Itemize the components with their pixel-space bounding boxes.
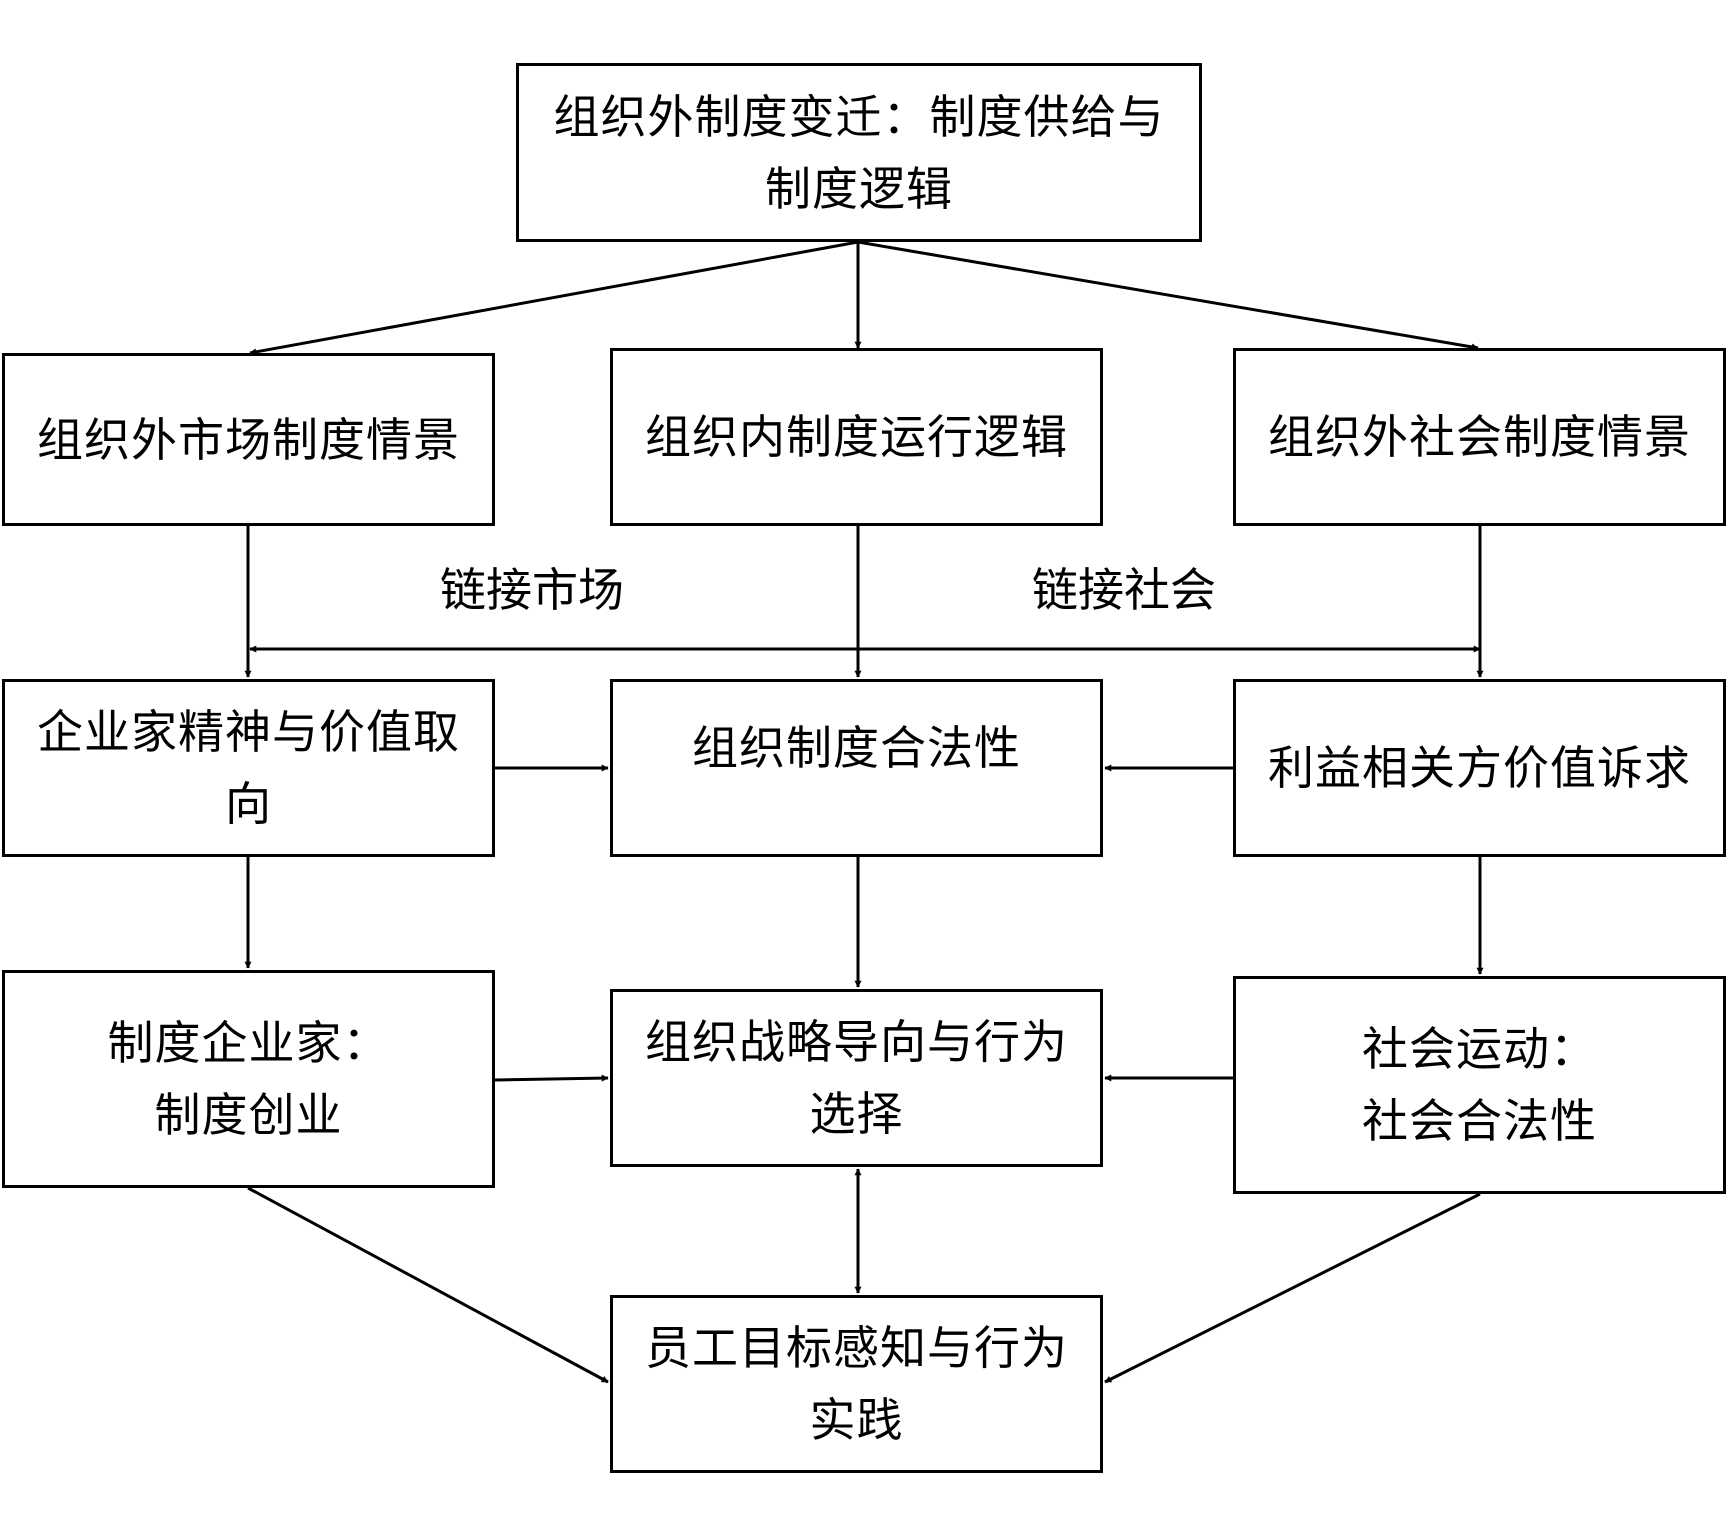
node-market-context: 组织外市场制度情景 bbox=[2, 353, 495, 526]
edge-change-to-social bbox=[857, 240, 1479, 351]
node-institutional-entrepreneur: 制度企业家： 制度创业 bbox=[2, 970, 495, 1188]
node-social-context: 组织外社会制度情景 bbox=[1233, 348, 1726, 526]
edge-movement-to-employee bbox=[1104, 1192, 1481, 1384]
node-label: 组织战略导向与行为选择 bbox=[645, 1015, 1068, 1141]
node-label: 组织制度合法性 bbox=[692, 721, 1021, 775]
node-org-legitimacy: 组织制度合法性 bbox=[610, 679, 1103, 857]
node-label: 组织外社会制度情景 bbox=[1268, 410, 1691, 464]
node-entrepreneur-spirit: 企业家精神与价值取向 bbox=[2, 679, 495, 857]
edge-entrepreneur-to-employee bbox=[247, 1186, 609, 1384]
edge-label-link-society: 链接社会 bbox=[1032, 563, 1216, 617]
edge-entrepreneur-to-strategy bbox=[494, 1074, 609, 1082]
node-label: 员工目标感知与行为实践 bbox=[645, 1321, 1068, 1447]
node-label: 组织内制度运行逻辑 bbox=[645, 410, 1068, 464]
node-label: 制度企业家： 制度创业 bbox=[107, 1016, 390, 1142]
node-institutional-change: 组织外制度变迁：制度供给与制度逻辑 bbox=[516, 63, 1202, 242]
node-strategy-behavior: 组织战略导向与行为选择 bbox=[610, 989, 1103, 1167]
edge-change-to-market bbox=[249, 240, 859, 356]
node-employee-perception: 员工目标感知与行为实践 bbox=[610, 1295, 1103, 1473]
node-label: 利益相关方价值诉求 bbox=[1268, 741, 1691, 795]
node-label: 组织外制度变迁：制度供给与制度逻辑 bbox=[553, 89, 1165, 216]
node-label: 组织外市场制度情景 bbox=[37, 412, 460, 467]
node-label: 企业家精神与价值取向 bbox=[37, 705, 460, 831]
node-stakeholder-claims: 利益相关方价值诉求 bbox=[1233, 679, 1726, 857]
node-label: 社会运动： 社会合法性 bbox=[1362, 1022, 1597, 1148]
node-internal-logic: 组织内制度运行逻辑 bbox=[610, 348, 1103, 526]
node-social-movement: 社会运动： 社会合法性 bbox=[1233, 976, 1726, 1194]
edge-label-link-market: 链接市场 bbox=[440, 563, 624, 617]
